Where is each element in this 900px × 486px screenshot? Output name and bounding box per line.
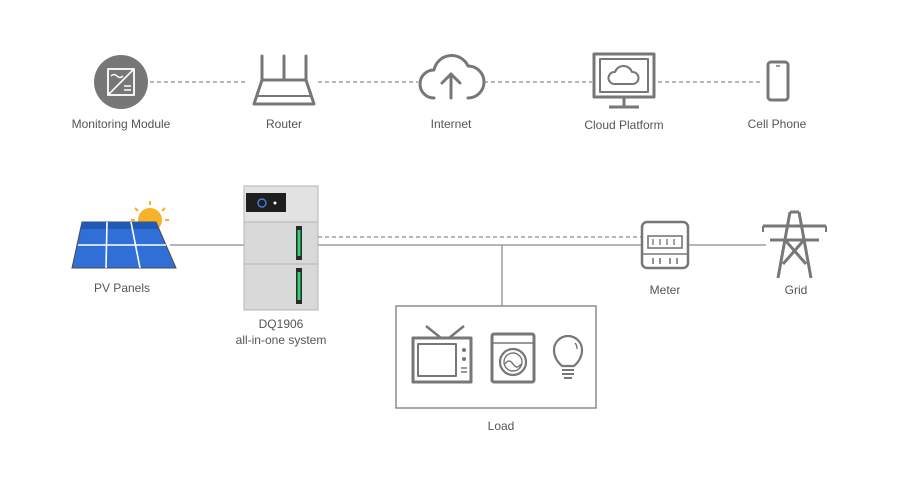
load-box bbox=[395, 305, 597, 409]
router-icon bbox=[252, 54, 316, 106]
label-load: Load bbox=[487, 419, 515, 433]
cell-phone-icon bbox=[766, 60, 790, 102]
label-router: Router bbox=[265, 117, 303, 131]
label-system-desc: all-in-one system bbox=[235, 333, 327, 347]
label-cell-phone: Cell Phone bbox=[747, 117, 807, 131]
tv-icon bbox=[411, 325, 473, 384]
pv-panel-icon bbox=[71, 201, 177, 269]
meter-icon bbox=[640, 220, 690, 270]
label-meter: Meter bbox=[649, 283, 681, 297]
cloud-platform-icon bbox=[592, 52, 656, 109]
label-monitoring-module: Monitoring Module bbox=[71, 117, 171, 131]
power-connectors bbox=[170, 236, 766, 306]
internet-cloud-icon bbox=[418, 54, 486, 100]
label-pv-panels: PV Panels bbox=[93, 281, 151, 295]
light-bulb-icon bbox=[552, 334, 584, 379]
monitoring-module-icon bbox=[94, 55, 148, 109]
grid-tower-icon bbox=[762, 210, 827, 279]
label-cloud-platform: Cloud Platform bbox=[584, 118, 664, 132]
label-grid: Grid bbox=[784, 283, 808, 297]
washing-machine-icon bbox=[490, 332, 536, 384]
all-in-one-cabinet-icon bbox=[243, 185, 319, 311]
label-internet: Internet bbox=[430, 117, 472, 131]
label-system-model: DQ1906 bbox=[258, 317, 304, 331]
